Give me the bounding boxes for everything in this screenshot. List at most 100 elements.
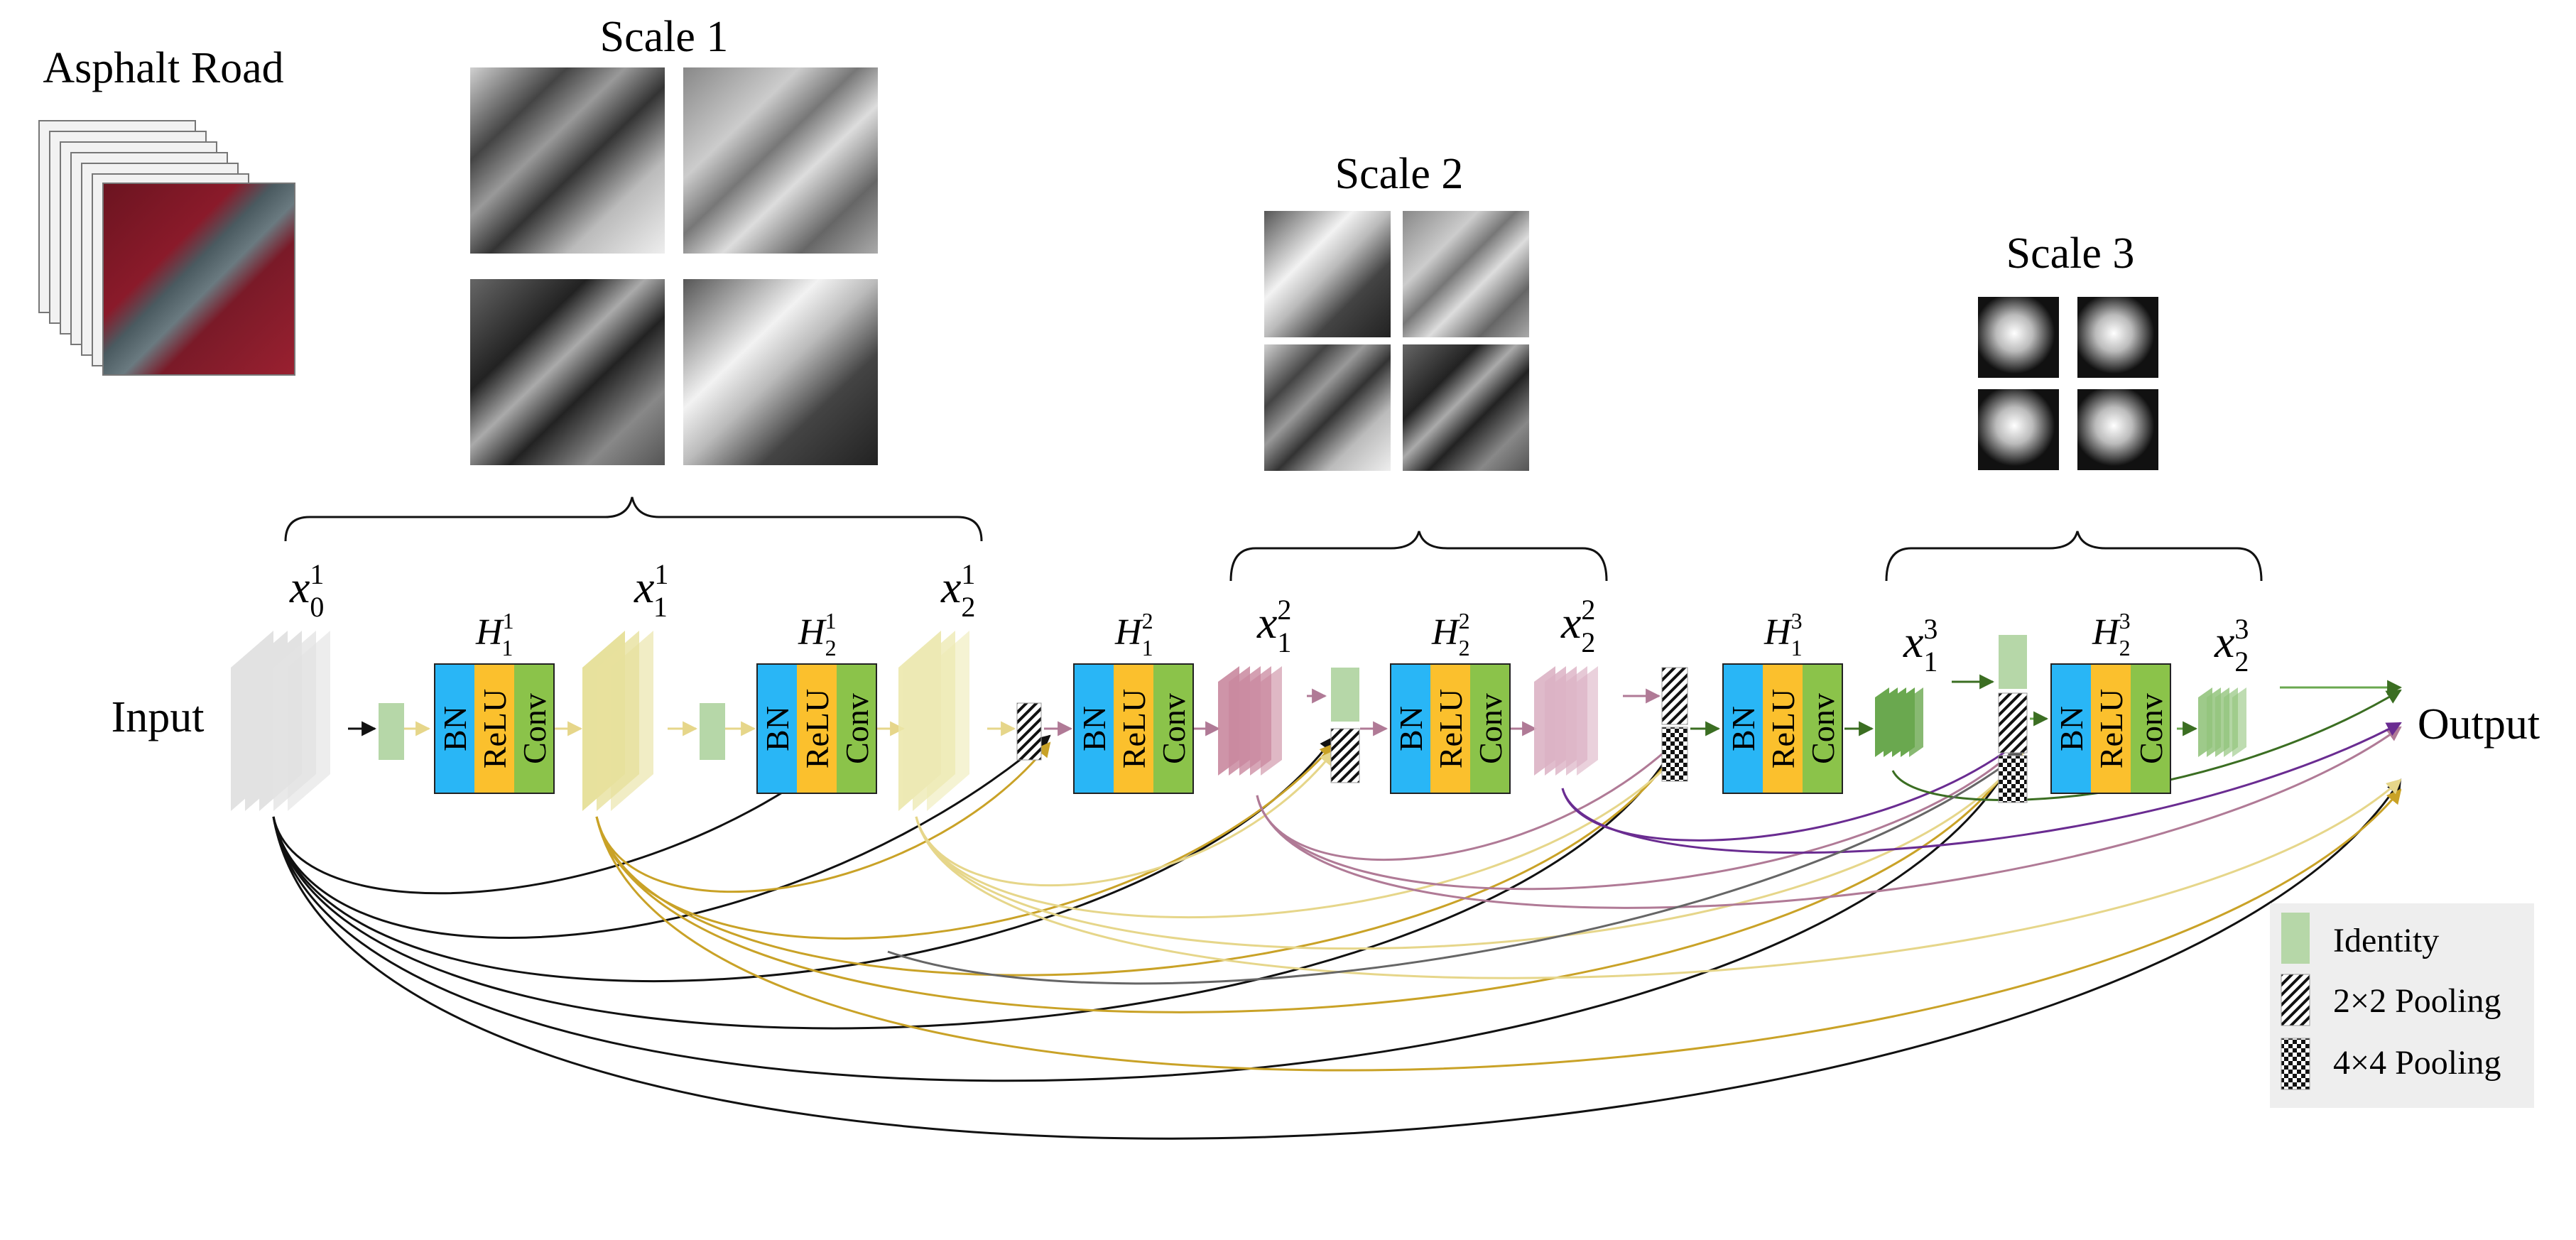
conv-layer [837, 664, 876, 793]
relu-layer [797, 664, 837, 793]
block-outline [434, 663, 555, 794]
conv-layer [2131, 664, 2170, 793]
conv-layer [1153, 664, 1193, 793]
relu-layer-label: ReLU [1765, 689, 1801, 768]
bn-layer [1723, 664, 1763, 793]
bn-layer-label: BN [759, 706, 795, 751]
relu-layer [1430, 664, 1470, 793]
feature-x2-1-stack [898, 631, 969, 811]
legend-panel [2270, 903, 2534, 1108]
bn-layer [1074, 664, 1114, 793]
pooling-4x4-marker [1998, 755, 2028, 803]
skip-connections [272, 689, 2402, 1140]
block-outline [1390, 663, 1511, 794]
identity-marker [1331, 668, 1359, 722]
bn-layer-label: BN [437, 706, 473, 751]
conv-layer-label: Conv [1472, 693, 1509, 764]
pooling-4x4-marker [1661, 727, 1688, 782]
scale-3-brace [1885, 531, 2263, 582]
output-label: Output [2418, 700, 2540, 749]
bn-layer [435, 664, 474, 793]
bn-layer-label: BN [2053, 706, 2089, 751]
bn-layer [2051, 664, 2091, 793]
pooling-2x2-marker [1661, 667, 1688, 725]
feature-x1-2-stack [1218, 666, 1282, 776]
relu-layer-label: ReLU [1433, 689, 1469, 768]
legend-identity-label: Identity [2333, 922, 2439, 959]
conv-layer-label: Conv [839, 693, 875, 764]
input-image-title: Asphalt Road [43, 44, 283, 92]
scale-3-label: Scale 3 [2006, 229, 2135, 278]
identity-marker [379, 703, 404, 760]
relu-layer-label: ReLU [477, 689, 513, 768]
relu-layer [2091, 664, 2131, 793]
block-outline [1722, 663, 1843, 794]
conv-layer [1803, 664, 1842, 793]
relu-layer-label: ReLU [2093, 689, 2129, 768]
legend-pooling-2x2-label: 2×2 Pooling [2333, 982, 2501, 1020]
conv-layer [1470, 664, 1510, 793]
bn-layer [1391, 664, 1430, 793]
bn-layer-label: BN [1076, 706, 1112, 751]
forward-connections [348, 674, 2403, 736]
scale-1-label: Scale 1 [600, 13, 729, 61]
feature-x2-2-stack [1534, 666, 1598, 776]
feature-x2-3-stack [2198, 687, 2246, 757]
conv-layer [514, 664, 554, 793]
road-image [102, 183, 295, 376]
bn-layer-label: BN [1393, 706, 1429, 751]
scale-2-filters [1264, 211, 1529, 471]
transition-markers [379, 635, 2028, 803]
block-outline [756, 663, 877, 794]
bn-layer [757, 664, 797, 793]
relu-layer [1763, 664, 1803, 793]
block-outline [2050, 663, 2171, 794]
scale-2-label: Scale 2 [1335, 150, 1464, 198]
bn-layer-label: BN [1725, 706, 1761, 751]
scale-1-brace [284, 496, 983, 542]
identity-marker [1999, 635, 2027, 689]
relu-layer-label: ReLU [799, 689, 835, 768]
pooling-2x2-icon [2281, 974, 2310, 1026]
relu-layer [474, 664, 514, 793]
input-image-stack [38, 120, 295, 376]
legend-pooling-4x4-label: 4×4 Pooling [2333, 1044, 2501, 1082]
conv-layer-label: Conv [1156, 693, 1192, 764]
feature-x1-1-stack [582, 631, 653, 811]
identity-icon [2281, 913, 2310, 964]
scale-2-brace [1229, 531, 1608, 582]
conv-layer-label: Conv [516, 693, 553, 764]
conv-layer-label: Conv [2133, 693, 2169, 764]
feature-x1-3-stack [1875, 687, 1923, 757]
pooling-2x2-marker [1016, 702, 1042, 761]
relu-layer-label: ReLU [1116, 689, 1152, 768]
pooling-2x2-marker [1330, 728, 1360, 783]
feature-x0-1-stack [231, 631, 330, 811]
pooling-2x2-marker [1998, 692, 2028, 754]
input-label: Input [112, 693, 205, 741]
block-outline [1073, 663, 1194, 794]
pooling-4x4-icon [2281, 1038, 2310, 1090]
identity-marker [700, 703, 725, 760]
